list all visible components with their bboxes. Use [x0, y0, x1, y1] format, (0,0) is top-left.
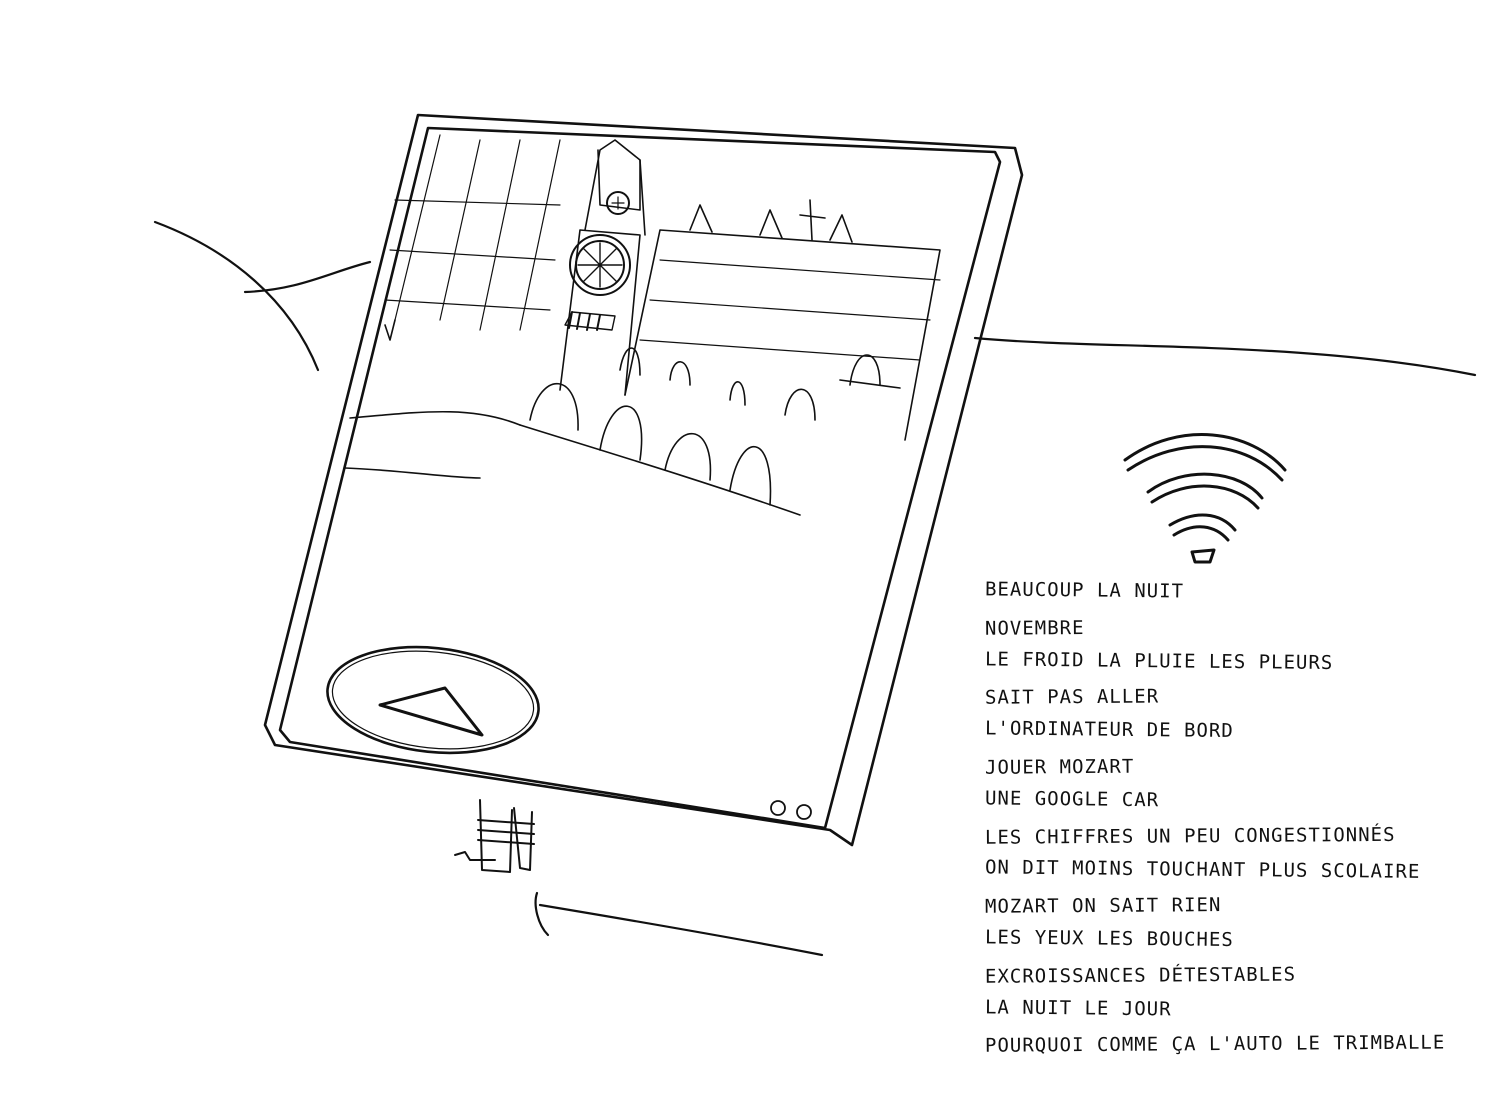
- screen-frame: [263, 113, 1024, 847]
- dashboard-outline: [153, 220, 1477, 957]
- poem-line: Le froid la pluie les pleurs: [984, 647, 1334, 674]
- poem-line: L'ordinateur de bord: [984, 717, 1234, 743]
- poem-line: Excroissances détestables: [984, 963, 1297, 988]
- poem-line: Les chiffres un peu congestionnés: [984, 823, 1396, 849]
- poem-line: Beaucoup la nuit: [984, 578, 1185, 603]
- screen-corner-controls: [770, 800, 812, 820]
- street-scene: [344, 134, 941, 516]
- wifi-icon: [1123, 433, 1287, 564]
- poem-line: Jouer Mozart: [984, 755, 1135, 779]
- play-icon: [378, 686, 484, 737]
- poem-line: Une Google car: [984, 787, 1160, 811]
- poem-line: La nuit le jour: [984, 995, 1172, 1020]
- poem-line: Novembre: [984, 616, 1085, 640]
- poem-line: Mozart on sait rien: [984, 894, 1222, 918]
- clock-icon: [564, 191, 631, 331]
- play-button[interactable]: [322, 637, 544, 763]
- poem-line: Les yeux les bouches: [984, 926, 1234, 951]
- poem-text: Beaucoup la nuit Novembre Le froid la pl…: [985, 575, 1485, 1062]
- poem-line: Sait pas aller: [984, 685, 1160, 710]
- poem-line: On dit moins touchant plus scolaire: [984, 856, 1421, 884]
- screen-mount: [454, 799, 535, 873]
- poem-line: Pourquoi comme ça l'auto le trimballe: [984, 1031, 1446, 1058]
